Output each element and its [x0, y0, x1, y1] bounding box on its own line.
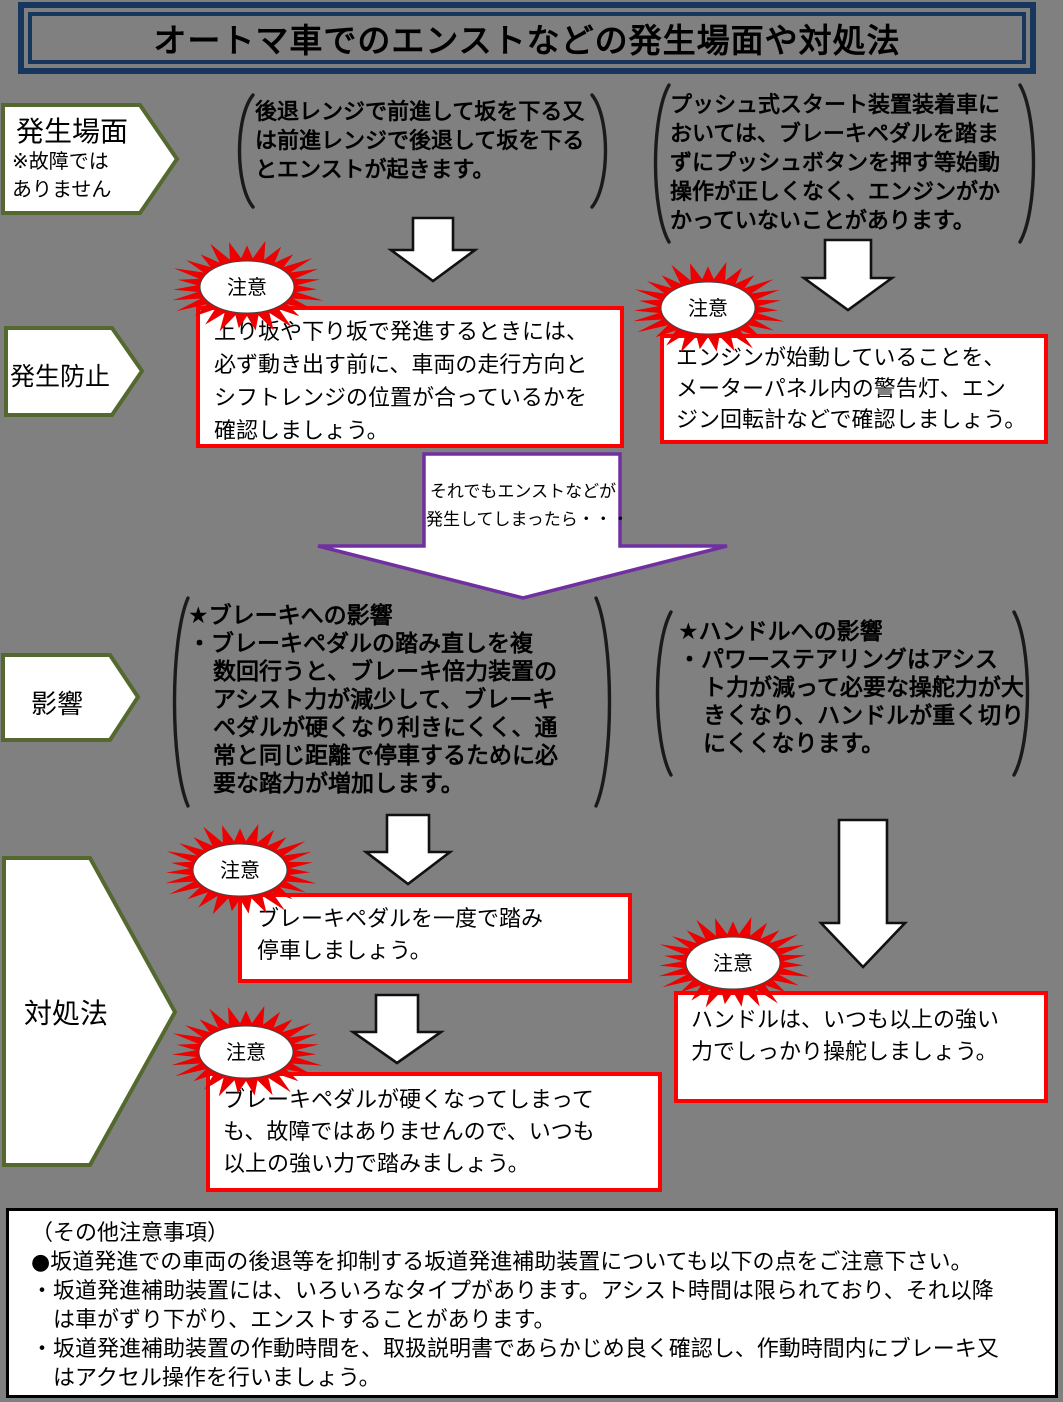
then-callout-text: それでもエンストなどが 発生してしまったら・・・ — [426, 482, 629, 530]
notes-line: ●坂道発進での車両の後退等を抑制する坂道発進補助装置についても以下の点をご注意下… — [31, 1250, 973, 1275]
occurrence-note-line1: ※故障では — [12, 149, 109, 173]
occurrence-label-note: ※故障では ありません — [8, 147, 142, 203]
effects-label: 影響 — [30, 690, 83, 720]
effect-box-brake-heading: ★ブレーキへの影響 — [188, 603, 393, 629]
brace-left — [172, 596, 190, 808]
caution-text: 注意 — [226, 1040, 266, 1064]
prevention-box-right: エンジンが始動していることを、 メーターパネル内の警告灯、エン ジン回転計などで… — [660, 334, 1048, 444]
caution-ellipse — [660, 281, 756, 335]
countermeasure-box-brake-once: ブレーキペダルを一度で踏み 停車しましょう。 — [238, 893, 632, 983]
down-arrow — [348, 993, 446, 1065]
down-arrow — [817, 818, 909, 969]
effect-box-steering-heading: ★ハンドルへの影響 — [678, 619, 883, 645]
brace-right — [594, 596, 612, 808]
caution-text: 注意 — [227, 275, 267, 299]
countermeasures-label: 対処法 — [23, 997, 108, 1030]
title-box-inner: オートマ車でのエンストなどの発生場面や対処法 — [28, 12, 1026, 64]
countermeasure-box-steering-force: ハンドルは、いつも以上の強い 力でしっかり操舵しましょう。 — [674, 991, 1048, 1103]
effect-box-brake: ★ブレーキへの影響 ・ブレーキペダルの踏み直しを複 数回行うと、ブレーキ倍力装置… — [188, 603, 558, 797]
brace-left — [655, 610, 673, 777]
effect-box-steering: ★ハンドルへの影響 ・パワーステアリングはアシス ト力が減って必要な操舵力が大 … — [678, 619, 1025, 757]
brace-right — [1018, 83, 1036, 244]
title-box: オートマ車でのエンストなどの発生場面や対処法 — [18, 2, 1036, 74]
caution-ellipse — [198, 1025, 294, 1079]
brace-right — [590, 93, 608, 209]
caution-text: 注意 — [688, 296, 728, 320]
notes-line: ・坂道発進補助装置には、いろいろなタイプがあります。アシスト時間は限られており、… — [31, 1279, 994, 1304]
caution-text: 注意 — [220, 858, 260, 882]
scene-box-push-start: プッシュ式スタート装置装着車に おいては、ブレーキペダルを踏ま ずにプッシュボタ… — [670, 93, 1001, 234]
caution-text: 注意 — [713, 951, 753, 975]
down-arrow — [387, 216, 479, 283]
prevention-box-left: 上り坂や下り坂で発進するときには、 必ず動き出す前に、車両の走行方向と シフトレ… — [196, 306, 624, 448]
occurrence-label: 発生場面 — [15, 115, 128, 148]
notes-line: （その他注意事項） — [31, 1221, 230, 1246]
page-title: オートマ車でのエンストなどの発生場面や対処法 — [153, 21, 901, 60]
occurrence-note-line2: ありません — [12, 177, 112, 201]
notes-line: ・坂道発進補助装置の作動時間を、取扱説明書であらかじめ良く確認し、作動時間内にブ… — [31, 1337, 999, 1362]
scene-box-reverse-range: 後退レンジで前進して坂を下る又 は前進レンジで後退して坂を下る とエンストが起き… — [255, 100, 585, 183]
brace-left — [653, 83, 671, 244]
other-notes-box: （その他注意事項） ●坂道発進での車両の後退等を抑制する坂道発進補助装置について… — [6, 1208, 1058, 1398]
caution-ellipse — [192, 843, 288, 897]
caution-ellipse — [685, 936, 781, 990]
down-arrow — [800, 238, 896, 312]
countermeasure-box-brake-hard: ブレーキペダルが硬くなってしまって も、故障ではありませんので、いつも 以上の強… — [206, 1072, 662, 1192]
prevention-label: 発生防止 — [9, 362, 110, 391]
down-arrow — [362, 813, 454, 886]
brace-left — [237, 93, 255, 209]
notes-line: はアクセル操作を行いましょう。 — [53, 1366, 381, 1391]
notes-line: は車がずり下がり、エンストすることがあります。 — [53, 1308, 556, 1333]
